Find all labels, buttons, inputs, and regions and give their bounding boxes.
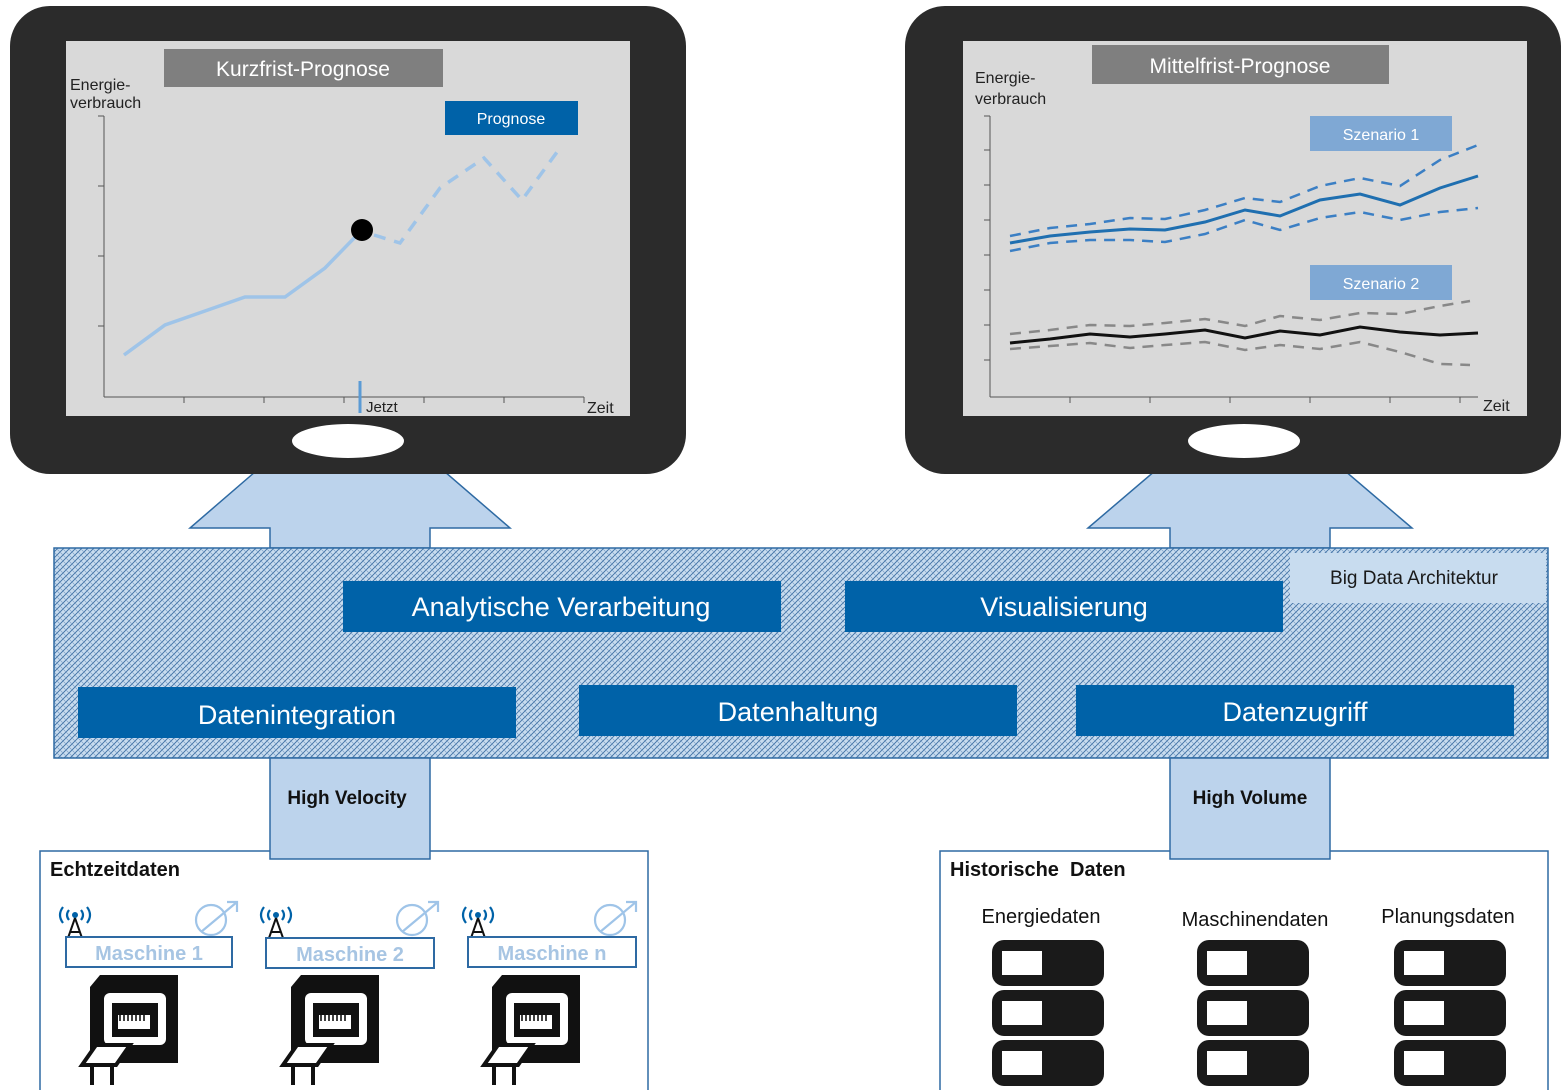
planungsdaten-source[interactable]: Planungsdaten — [1381, 906, 1515, 1086]
antenna-icon — [58, 906, 92, 939]
database-server-icon — [1197, 940, 1309, 1086]
antenna-icon — [461, 906, 495, 939]
visualisierung-box[interactable] — [845, 581, 1283, 632]
machine-1[interactable]: Maschine 1 — [58, 900, 239, 1085]
high-volume-label: High Volume — [1193, 788, 1308, 809]
right-home-button[interactable] — [1188, 424, 1300, 458]
datenzugriff-label: Datenzugriff — [1222, 697, 1368, 727]
historic-title: Historische Daten — [950, 859, 1126, 881]
left-y-label-1: Energie- — [70, 77, 130, 94]
realtime-title: Echtzeitdaten — [50, 859, 180, 881]
high-volume-connector: High Volume — [1169, 757, 1331, 860]
source-label: Energiedaten — [982, 906, 1101, 928]
scenario-2-upper-band — [1009, 299, 1471, 336]
analytische-verarbeitung-box[interactable] — [343, 581, 781, 632]
visualisierung-label: Visualisierung — [980, 592, 1148, 622]
actual-consumption-line — [122, 228, 364, 357]
left-title-box — [164, 49, 443, 87]
now-label: Jetzt — [366, 399, 399, 416]
left-y-label-2: verbrauch — [70, 95, 141, 112]
left-axes — [98, 115, 585, 403]
machine-label-box — [265, 937, 435, 969]
scenario-1-label: Szenario 1 — [1343, 127, 1420, 144]
prognose-legend-label: Prognose — [477, 111, 546, 128]
right-axes — [984, 115, 1478, 403]
source-label: Planungsdaten — [1381, 906, 1514, 928]
right-title-box — [1092, 45, 1389, 84]
machine-n[interactable]: Maschine n — [461, 900, 638, 1085]
scenario-2-line — [1009, 325, 1479, 345]
right-y-label-2: verbrauch — [975, 91, 1046, 108]
left-x-label: Zeit — [587, 400, 614, 417]
machine-label: Maschine n — [498, 943, 607, 965]
machine-icon — [279, 975, 379, 1085]
architecture-label-box — [1290, 553, 1546, 603]
machine-label: Maschine 2 — [296, 944, 404, 966]
scenario-1-upper-band — [1009, 143, 1479, 238]
left-monitor: Kurzfrist-Prognose Energie- verbrauch Pr… — [10, 6, 686, 474]
machine-label-box — [65, 936, 233, 968]
scenario-2-box — [1310, 265, 1452, 300]
right-chart-title: Mittelfrist-Prognose — [1150, 55, 1331, 78]
current-point-marker — [351, 219, 373, 241]
right-y-label-1: Energie- — [975, 70, 1035, 87]
left-screen — [66, 41, 630, 416]
scenario-1-line — [1009, 174, 1479, 245]
high-velocity-label: High Velocity — [287, 788, 407, 809]
architecture-label: Big Data Architektur — [1330, 568, 1499, 589]
datenintegration-box[interactable] — [78, 687, 516, 738]
analytische-verarbeitung-label: Analytische Verarbeitung — [412, 592, 711, 622]
machine-2[interactable]: Maschine 2 — [259, 900, 440, 1085]
high-velocity-connector: High Velocity — [269, 757, 431, 860]
big-data-architecture: Big Data Architektur Analytische Verarbe… — [53, 547, 1549, 759]
right-x-label: Zeit — [1483, 398, 1510, 415]
right-monitor: Mittelfrist-Prognose Energie- verbrauch … — [905, 6, 1561, 474]
datenhaltung-box[interactable] — [579, 685, 1017, 736]
sensor-gauge-icon — [395, 900, 440, 937]
energiedaten-source[interactable]: Energiedaten — [982, 906, 1104, 1086]
datenzugriff-box[interactable] — [1076, 685, 1514, 736]
datenintegration-label: Datenintegration — [198, 700, 396, 730]
machine-icon — [480, 975, 580, 1085]
scenario-2-lower-band — [1009, 340, 1471, 367]
datenhaltung-label: Datenhaltung — [718, 697, 879, 727]
prognose-legend-box — [445, 101, 578, 135]
scenario-1-box — [1310, 116, 1452, 151]
left-chart-title: Kurzfrist-Prognose — [216, 58, 390, 81]
left-home-button[interactable] — [292, 424, 404, 458]
sensor-gauge-icon — [194, 900, 239, 937]
maschinendaten-source[interactable]: Maschinendaten — [1182, 909, 1329, 1086]
scenario-2-label: Szenario 2 — [1343, 276, 1420, 293]
antenna-icon — [259, 906, 293, 939]
machine-label-box — [467, 936, 637, 968]
database-server-icon — [992, 940, 1104, 1086]
sensor-gauge-icon — [593, 900, 638, 937]
machine-label: Maschine 1 — [95, 943, 203, 965]
machine-icon — [78, 975, 178, 1085]
source-label: Maschinendaten — [1182, 909, 1329, 931]
forecast-line — [373, 146, 562, 246]
scenario-1-lower-band — [1009, 206, 1479, 253]
database-server-icon — [1394, 940, 1506, 1086]
